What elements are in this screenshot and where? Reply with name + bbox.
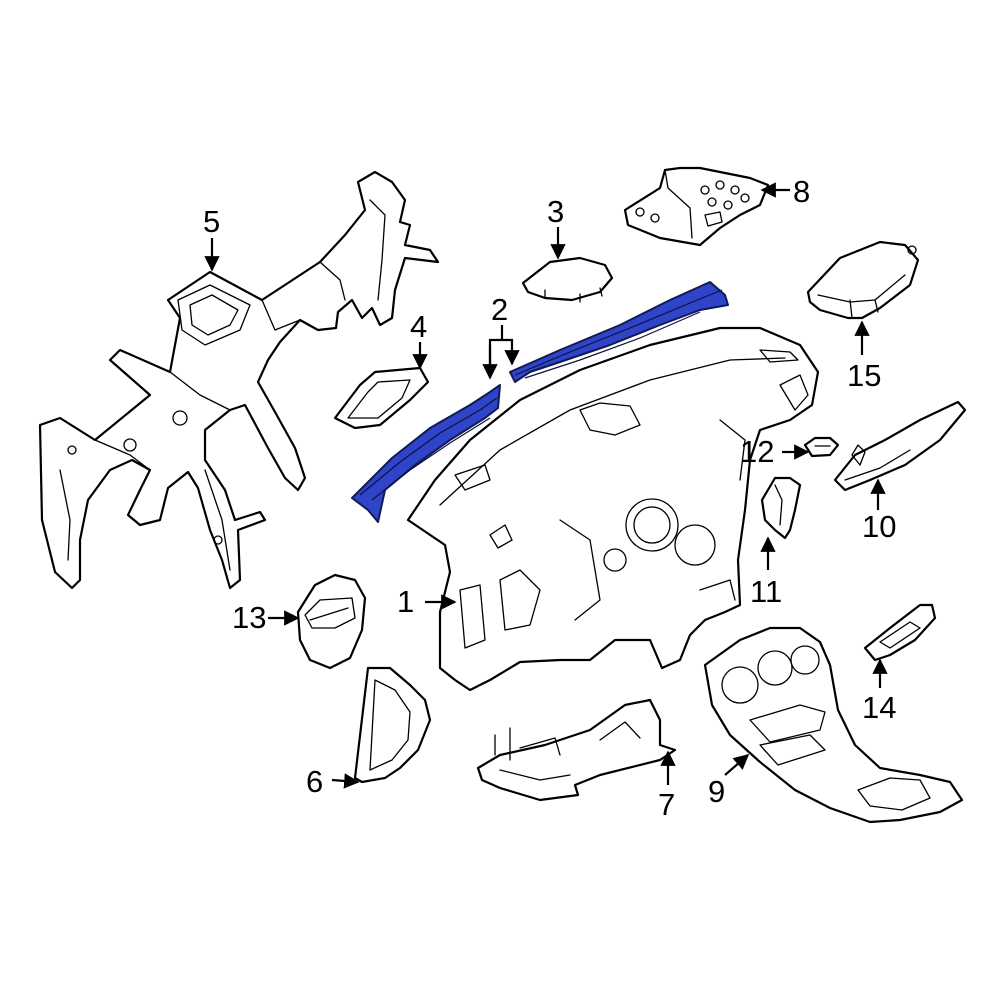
callout-14: 14 [862, 690, 896, 725]
part-7-lower-bracket[interactable] [476, 698, 677, 802]
callout-arrows [204, 182, 888, 789]
callout-labels: 1 2 3 4 5 6 7 8 9 10 11 12 13 14 15 [203, 174, 896, 822]
callout-15: 15 [847, 358, 881, 393]
part-1-instrument-panel[interactable] [406, 326, 820, 692]
callout-5: 5 [203, 204, 220, 239]
part-11-bracket[interactable] [760, 476, 802, 540]
part-5-cross-car-beam[interactable] [38, 170, 440, 590]
part-4-vent-trim[interactable] [333, 366, 430, 430]
callout-6: 6 [306, 764, 323, 799]
part-6-end-cap[interactable] [353, 666, 432, 784]
part-12-clip[interactable] [803, 436, 840, 458]
part-15-airbag-module[interactable] [806, 240, 920, 320]
callout-13: 13 [232, 600, 266, 635]
callout-7: 7 [658, 787, 675, 822]
part-14-switch-trim[interactable] [863, 603, 937, 662]
part-9-center-console[interactable] [703, 626, 964, 824]
part-2-defroster-trim[interactable] [351, 281, 729, 523]
callout-12: 12 [740, 434, 774, 469]
callout-2: 2 [491, 292, 508, 327]
part-8-relay-box[interactable] [623, 166, 770, 247]
callout-10: 10 [862, 509, 896, 544]
callout-3: 3 [547, 194, 564, 229]
callout-8: 8 [793, 174, 810, 209]
callout-1: 1 [397, 584, 414, 619]
part-3-speaker-cover[interactable] [521, 256, 614, 303]
callout-11: 11 [750, 574, 782, 609]
callout-4: 4 [410, 309, 427, 344]
part-10-end-trim[interactable] [833, 400, 967, 492]
callout-9: 9 [708, 774, 725, 809]
part-13-side-vent[interactable] [296, 573, 367, 670]
